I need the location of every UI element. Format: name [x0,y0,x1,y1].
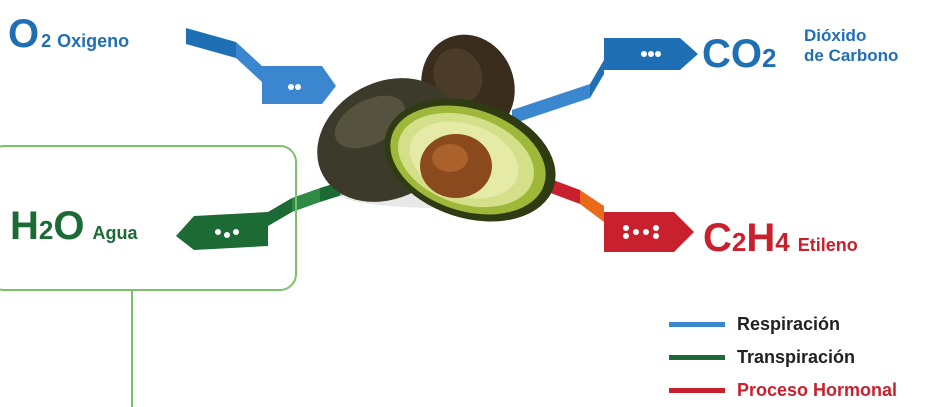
legend-swatch-transpiracion [669,355,725,360]
h2o-label: H2O Agua [10,206,137,246]
co2-subscript: 2 [762,43,776,73]
c2h4-formula-h: H [746,216,775,260]
c2h4-formula-c: C [703,216,732,260]
legend-swatch-respiracion [669,322,725,327]
o2-formula: O [8,12,39,56]
co2-name-line1: Dióxido [804,26,866,45]
c2h4-label: C2H4 Etileno [703,218,858,258]
co2-molecule-icon [641,51,661,57]
h2o-arrow [176,178,352,250]
c2h4-arrow [548,178,694,252]
h2o-formula-o: O [53,204,84,248]
o2-label: O2 Oxigeno [8,14,129,54]
c2h4-subscript-2: 4 [775,227,789,257]
o2-subscript: 2 [41,31,51,51]
avocado-image [295,21,571,242]
co2-formula: CO [702,32,762,76]
legend-item-transpiracion: Transpiración [669,346,855,368]
legend-item-proceso-hormonal: Proceso Hormonal [669,379,897,401]
co2-label: CO2 Dióxidode Carbono [702,34,776,74]
legend-label-transpiracion: Transpiración [737,347,855,368]
c2h4-subscript-1: 2 [732,227,746,257]
o2-arrow [186,28,336,104]
o2-name: Oxigeno [57,31,129,51]
legend-item-respiracion: Respiración [669,313,840,335]
h2o-formula-h: H [10,204,39,248]
legend-swatch-proceso-hormonal [669,388,725,393]
co2-name-line2: de Carbono [804,46,898,65]
h2o-subscript: 2 [39,215,53,245]
h2o-name: Agua [92,223,137,243]
co2-arrow [512,38,698,124]
co2-name: Dióxidode Carbono [804,26,898,66]
legend-label-respiracion: Respiración [737,314,840,335]
legend-label-proceso-hormonal: Proceso Hormonal [737,380,897,401]
c2h4-name: Etileno [798,235,858,255]
